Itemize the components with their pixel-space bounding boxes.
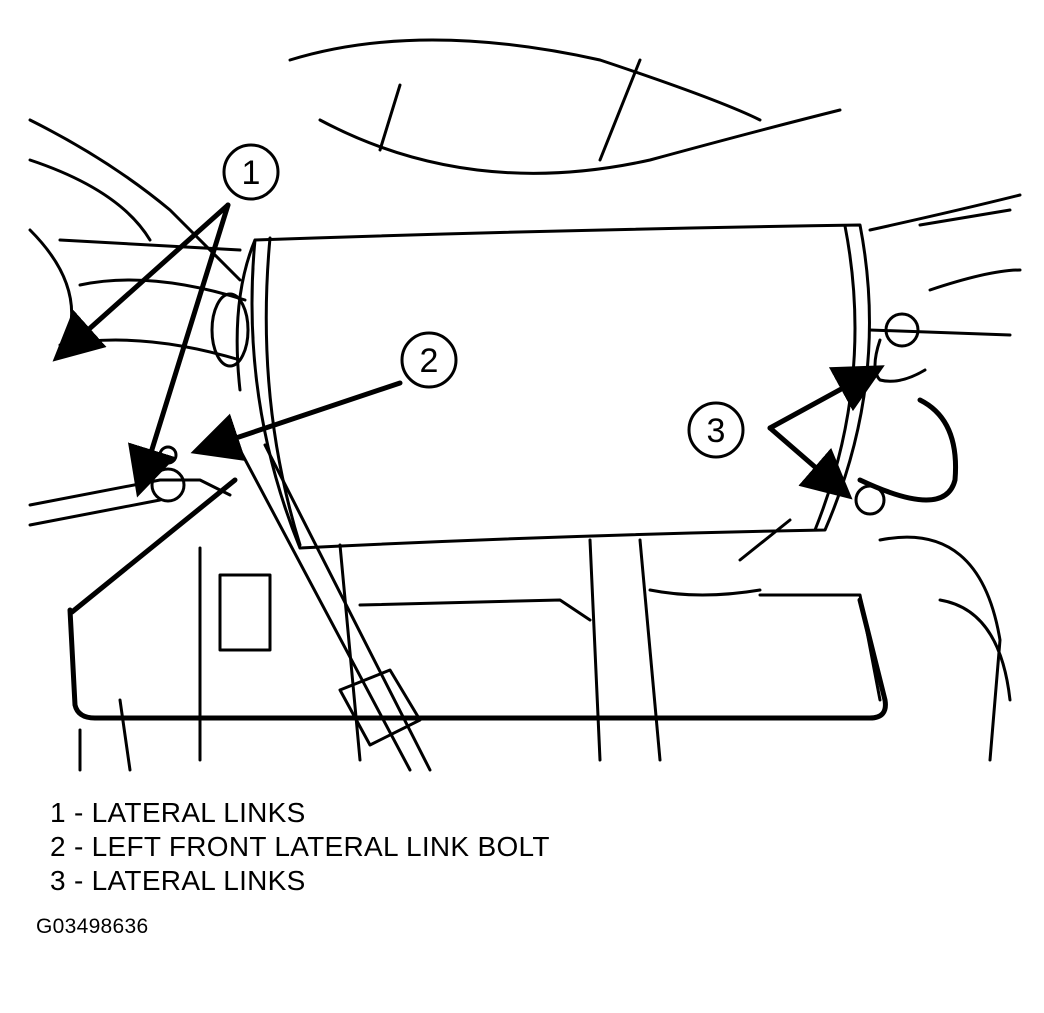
figure-id: G03498636 — [36, 915, 149, 938]
callout-1-number: 1 — [242, 154, 261, 192]
muffler — [235, 223, 871, 550]
callout-3-number: 3 — [707, 412, 726, 450]
legend: 1 - LATERAL LINKS 2 - LEFT FRONT LATERAL… — [50, 796, 550, 898]
callout-2: 2 — [400, 331, 458, 389]
legend-item: 3 - LATERAL LINKS — [50, 865, 306, 896]
left-lateral-link — [28, 445, 232, 527]
suspension-illustration: 1 2 3 — [28, 38, 1022, 772]
body-structure — [28, 38, 1022, 337]
callout-1: 1 — [222, 143, 280, 201]
strut-hose — [238, 443, 432, 772]
brake-line — [67, 397, 959, 721]
left-tube — [58, 278, 250, 368]
legend-item: 2 - LEFT FRONT LATERAL LINK BOLT — [50, 831, 550, 862]
callout-arrows — [52, 202, 885, 500]
fuel-tank — [78, 518, 1012, 772]
legend-item: 1 - LATERAL LINKS — [50, 797, 306, 828]
callout-2-number: 2 — [420, 342, 439, 380]
callout-3: 3 — [687, 401, 745, 459]
